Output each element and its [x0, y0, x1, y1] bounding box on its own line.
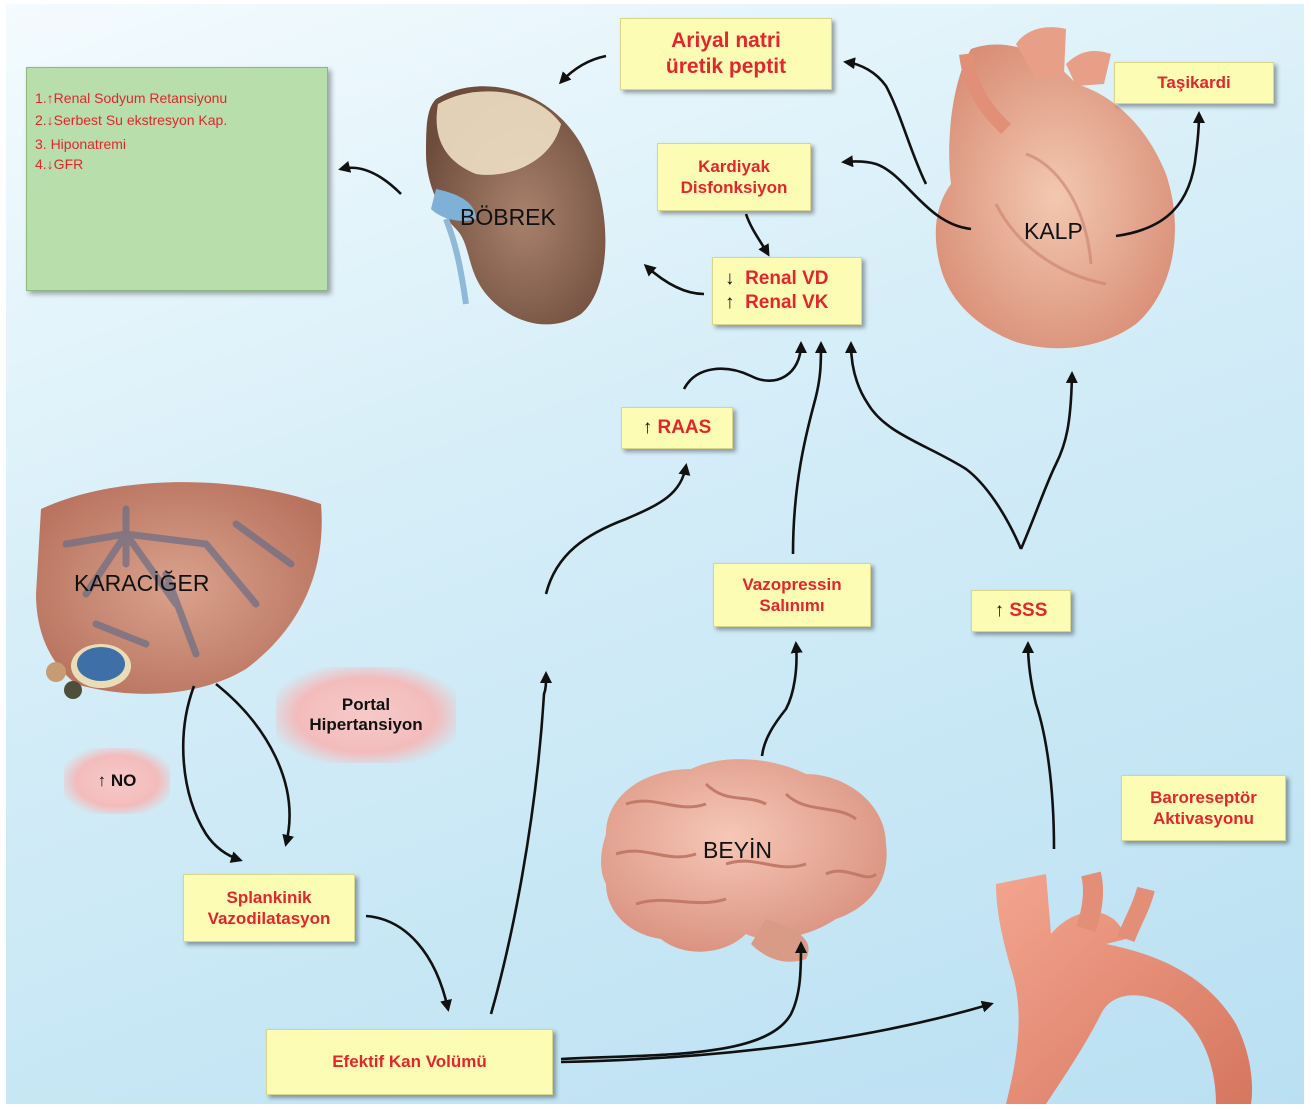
effect-item-3: 3. Hiponatremi: [35, 136, 126, 152]
arrow-vasopressin-to-renal: [793, 344, 821, 554]
effects-list-panel: 1.↑Renal Sodyum Retansiyonu 2.↓Serbest S…: [26, 67, 328, 291]
tachycardia-label: Taşikardi: [1157, 72, 1230, 93]
effective-volume-box: Efektif Kan Volümü: [266, 1029, 553, 1095]
arrow-heart-to-cardiac: [844, 161, 971, 229]
anp-box: Ariyal natri üretik peptit: [620, 18, 832, 90]
raas-box: ↑ RAAS: [621, 407, 733, 449]
sss-box: ↑ SSS: [971, 590, 1071, 632]
tachycardia-box: Taşikardi: [1114, 62, 1274, 104]
sss-label: SSS: [1009, 599, 1047, 623]
cardiac-dysfunction-box: Kardiyak Disfonksiyon: [657, 143, 811, 211]
kidney-label: BÖBREK: [460, 204, 556, 231]
up-arrow-icon: ↑: [725, 292, 735, 313]
portal-hypertension-bubble: Portal Hipertansiyon: [276, 667, 456, 763]
arrow-effective-to-midpoint: [491, 674, 546, 1014]
effective-volume-label: Efektif Kan Volümü: [332, 1051, 487, 1072]
arrow-effective-to-aorta: [561, 1004, 991, 1062]
renal-vk-label: Renal VK: [745, 292, 828, 313]
baroreceptor-line-1: Baroreseptör: [1150, 787, 1257, 808]
arrow-kidney-to-list: [341, 168, 401, 194]
vasopressin-line-2: Salınımı: [759, 595, 824, 616]
liver-label: KARACİĞER: [74, 570, 209, 597]
arrow-renal-to-kidney: [646, 266, 704, 294]
renal-vd-label: Renal VD: [745, 268, 828, 289]
arrow-anp-to-kidney: [561, 56, 606, 82]
effect-item-2: 2.↓Serbest Su ekstresyon Kap.: [35, 112, 227, 128]
arrow-cardiac-to-renal: [746, 214, 768, 254]
arrow-liver-to-splanchnic-left: [183, 686, 240, 860]
splanchnic-line-1: Splankinik: [226, 887, 311, 908]
cardiac-line-2: Disfonksiyon: [681, 177, 788, 198]
brain-label: BEYİN: [703, 837, 772, 864]
arrow-brain-to-vasopressin: [762, 644, 797, 756]
arrow-sss-to-heart: [1021, 374, 1072, 549]
effect-item-4: 4.↓GFR: [35, 156, 83, 172]
splanchnic-line-2: Vazodilatasyon: [208, 908, 331, 929]
anp-line-1: Ariyal natri: [671, 28, 781, 54]
arrow-midpoint-to-raas: [546, 466, 686, 594]
splanchnic-box: Splankinik Vazodilatasyon: [183, 874, 355, 942]
portal-line-2: Hipertansiyon: [309, 715, 422, 735]
arrow-effective-to-brain: [561, 944, 801, 1059]
up-arrow-icon: ↑: [643, 416, 653, 440]
up-arrow-icon: ↑: [98, 771, 107, 791]
arrow-raas-to-renal: [684, 344, 801, 389]
vasopressin-line-1: Vazopressin: [742, 574, 841, 595]
cardiac-line-1: Kardiyak: [698, 156, 770, 177]
arrow-heart-to-tachycardia: [1116, 114, 1199, 236]
renal-vk-row: ↑ Renal VK: [725, 291, 828, 315]
arrow-heart-to-anp: [846, 62, 926, 184]
renal-box: ↓ Renal VD ↑ Renal VK: [712, 257, 862, 325]
baroreceptor-box: Baroreseptör Aktivasyonu: [1121, 775, 1286, 841]
arrow-baroreceptor-to-sss: [1028, 644, 1054, 849]
arrow-splanchnic-to-effective: [366, 916, 448, 1009]
arrow-sss-to-renal: [851, 344, 1021, 549]
vasopressin-box: Vazopressin Salınımı: [713, 563, 871, 627]
anp-line-2: üretik peptit: [666, 54, 786, 80]
down-arrow-icon: ↓: [725, 268, 735, 289]
portal-line-1: Portal: [342, 695, 390, 715]
raas-label: RAAS: [657, 416, 711, 440]
renal-vd-row: ↓ Renal VD: [725, 267, 828, 291]
diagram-canvas: BÖBREK KALP KARACİĞER BEYİN 1.↑Renal Sod…: [6, 4, 1304, 1104]
no-label: NO: [111, 771, 137, 791]
effect-item-1: 1.↑Renal Sodyum Retansiyonu: [35, 90, 227, 106]
up-arrow-icon: ↑: [995, 599, 1005, 623]
no-bubble: ↑ NO: [64, 748, 170, 814]
baroreceptor-line-2: Aktivasyonu: [1153, 808, 1254, 829]
heart-label: KALP: [1024, 218, 1083, 245]
